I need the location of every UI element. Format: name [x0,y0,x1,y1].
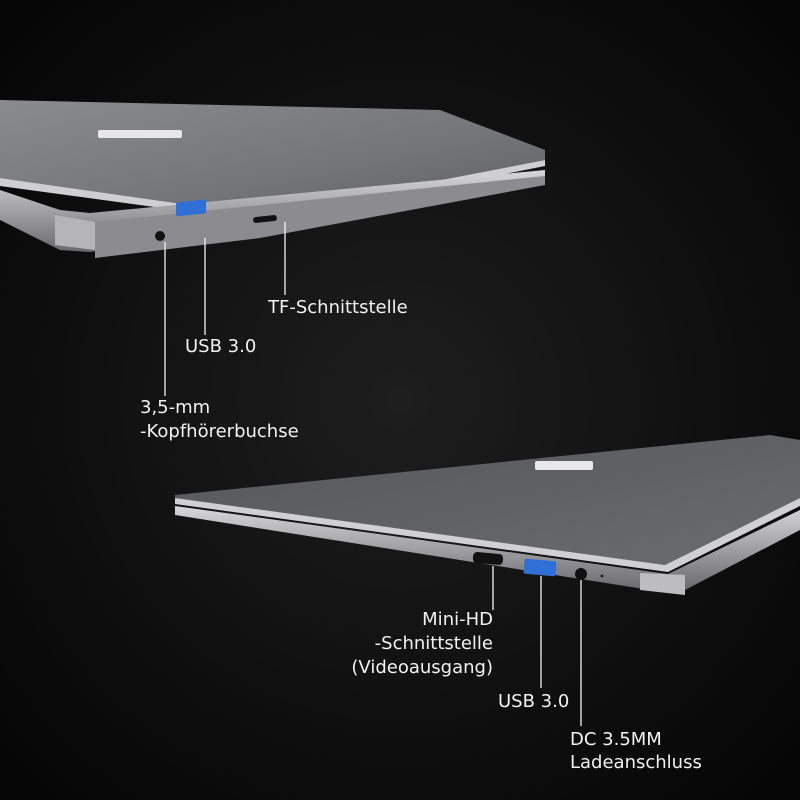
dc-jack-icon [575,568,587,580]
label-mini-hd-2: -Schnittstelle [374,633,493,654]
label-audio-1: 3,5-mm [140,397,211,418]
label-mini-hd-1: Mini-HD [422,609,493,630]
label-tf-slot: TF-Schnittstelle [268,297,408,318]
usb-port [523,558,557,577]
logo [98,130,182,138]
bottom-laptop [175,435,800,595]
led-indicator [600,574,604,578]
label-usb-bottom: USB 3.0 [498,691,570,712]
hinge-block [640,573,685,595]
logo [535,461,593,470]
base-side [95,176,545,258]
headphone-jack-icon [155,231,165,241]
lid [175,435,800,565]
tf-card-slot [253,215,277,223]
label-dc-2: Ladeanschluss [570,752,702,773]
label-audio-2: -Kopfhörerbuchse [140,421,299,442]
mini-hdmi-port [472,552,504,565]
hinge-block [55,215,95,250]
label-mini-hd-3: (Videoausgang) [351,657,493,678]
usb-port [176,199,206,217]
top-laptop [0,100,545,258]
label-dc-1: DC 3.5MM [570,729,662,750]
label-usb-top: USB 3.0 [185,336,257,357]
callout-lines [164,222,582,726]
